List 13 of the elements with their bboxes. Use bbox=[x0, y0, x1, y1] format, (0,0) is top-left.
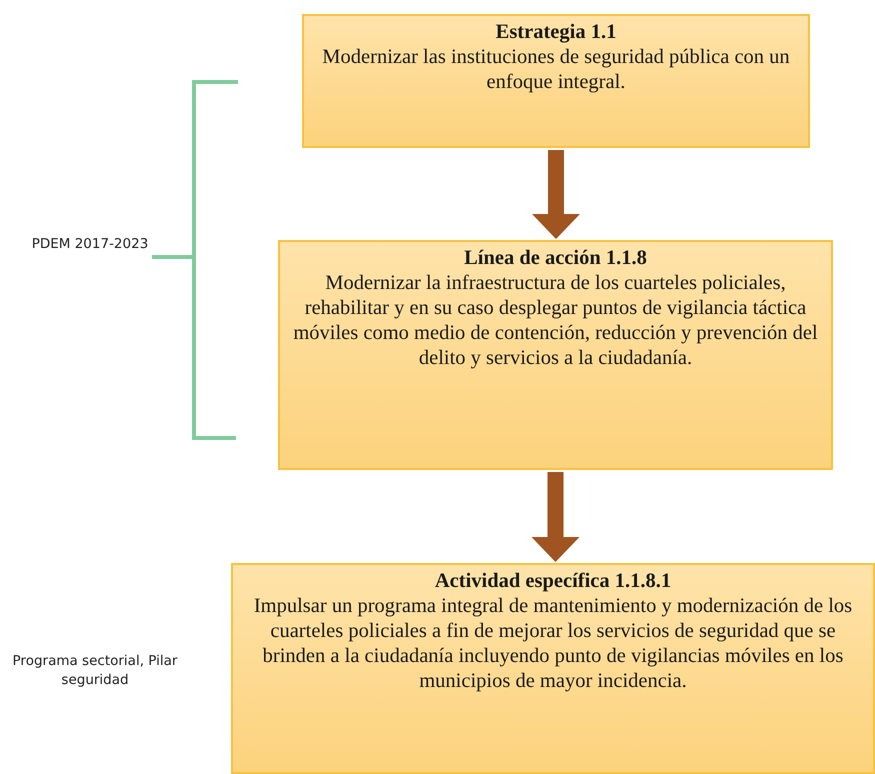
arrow bbox=[532, 472, 580, 562]
box-text: Modernizar la infraestructura de los cuarteles policiales, rehabilitar y en su caso desplegar puntos de vigilancia táctica móviles como medio de contención, reducción y prevención del delito y servicios a la ciudadanía. bbox=[292, 271, 819, 371]
box-text: Modernizar las instituciones de seguridad pública con un enfoque integral. bbox=[321, 45, 791, 95]
arrow bbox=[532, 150, 580, 239]
process-box bbox=[278, 240, 833, 470]
side-label: Programa sectorial, Pilar seguridad bbox=[12, 652, 178, 690]
box-text: Impulsar un programa integral de mantenimiento y modernización de los cuarteles policiales a fin de mejorar los servicios de seguridad que se brinden a la ciudadanía incluyendo punto de vigilancias móviles en los municipios de mayor incidencia. bbox=[252, 594, 854, 694]
process-box bbox=[302, 14, 810, 148]
side-label: PDEM 2017-2023 bbox=[30, 235, 150, 254]
box-heading: Estrategia 1.1 bbox=[494, 20, 618, 45]
process-box bbox=[231, 563, 875, 774]
box-heading: Actividad específica 1.1.8.1 bbox=[434, 569, 672, 594]
box-heading: Línea de acción 1.1.8 bbox=[463, 246, 648, 271]
